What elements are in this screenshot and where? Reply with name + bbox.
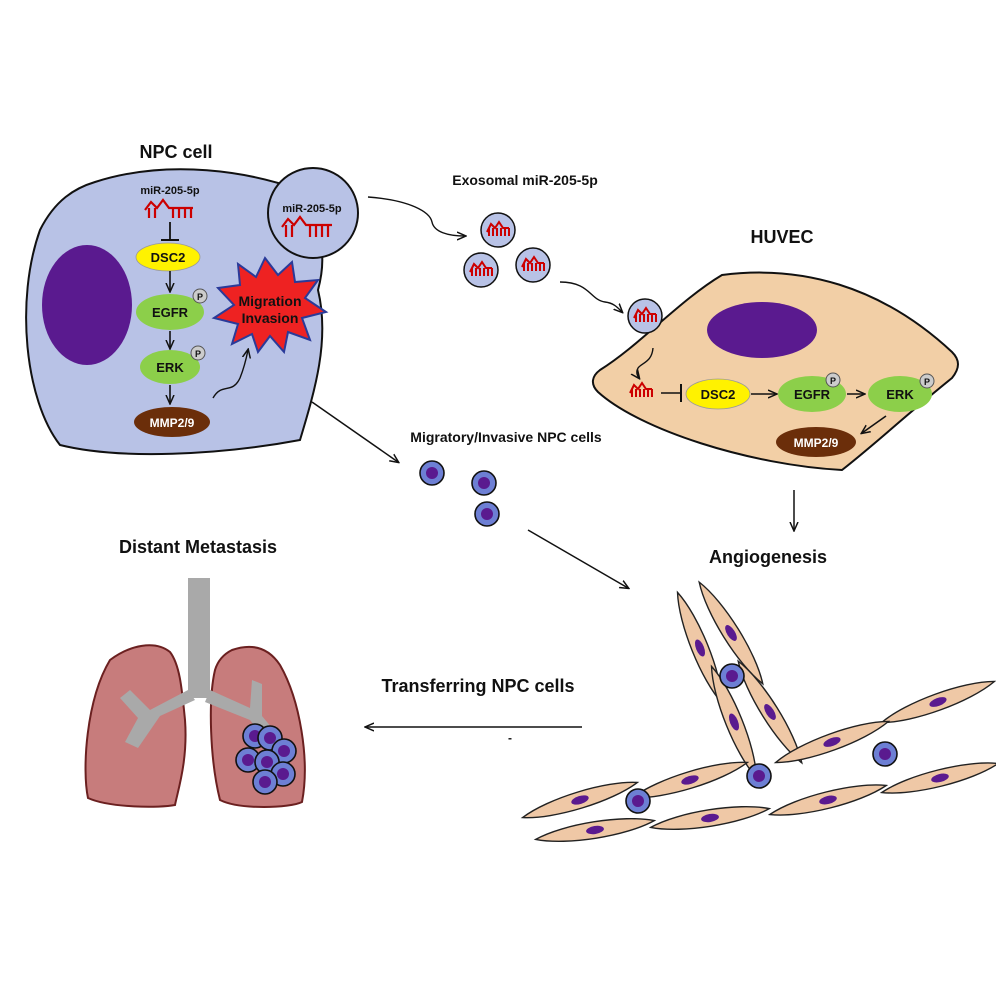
tumor-cell	[474, 501, 500, 527]
migration-arrow	[311, 401, 398, 462]
mmp-label: MMP2/9	[794, 436, 839, 450]
huvec-cell	[592, 271, 959, 472]
left-bronchus	[120, 690, 195, 748]
mirna-label-inside: miR-205-5p	[140, 185, 200, 197]
curved-arrow	[212, 350, 248, 399]
trachea	[188, 578, 210, 698]
egfr-node	[136, 294, 204, 330]
to-vessels-arrow	[527, 529, 628, 588]
budding-exosome	[267, 167, 359, 259]
npc-cell-title: NPC cell	[139, 142, 212, 162]
exosome-vesicle	[515, 247, 551, 283]
huvec-title: HUVEC	[750, 227, 813, 247]
tumor-cell	[419, 460, 445, 486]
tumor-cell	[471, 470, 497, 496]
huvec-nucleus	[707, 302, 817, 358]
exosome-vesicle	[463, 252, 499, 288]
distant-metastasis-title: Distant Metastasis	[119, 537, 277, 557]
phospho-badge	[190, 345, 206, 361]
egfr-label: EGFR	[794, 387, 831, 402]
vessel-network	[519, 577, 996, 849]
transferring-label: Transferring NPC cells	[381, 676, 574, 696]
dsc2-label: DSC2	[151, 250, 186, 265]
dash-mark: -	[508, 731, 512, 745]
phospho-badge	[919, 373, 935, 389]
exosomal-title: Exosomal miR-205-5p	[452, 172, 598, 188]
burst-label-invasion: Invasion	[242, 310, 299, 326]
exosome-release-arrow	[367, 196, 465, 236]
internalize-arrow	[637, 347, 654, 378]
angiogenesis-label: Angiogenesis	[709, 547, 827, 567]
npc-nucleus	[42, 245, 132, 365]
phospho-label: P	[195, 349, 201, 359]
migration-burst	[211, 256, 329, 355]
mmp-node	[134, 407, 210, 437]
exosome-vesicle	[480, 212, 516, 248]
phospho-label: P	[830, 376, 836, 386]
exosome-vesicle	[627, 298, 663, 334]
arrow	[862, 415, 887, 433]
erk-node	[140, 350, 200, 384]
migratory-label: Migratory/Invasive NPC cells	[410, 429, 602, 445]
mirna-icon	[281, 215, 332, 237]
burst-label-migration: Migration	[239, 293, 302, 309]
phospho-label: P	[924, 377, 930, 387]
dsc2-node	[685, 378, 751, 410]
dsc2-label: DSC2	[701, 387, 736, 402]
exosome-uptake-arrow	[559, 281, 622, 312]
phospho-label: P	[197, 292, 203, 302]
erk-label: ERK	[156, 360, 184, 375]
erk-node	[868, 376, 932, 412]
mmp-label: MMP2/9	[150, 416, 195, 430]
erk-label: ERK	[886, 387, 914, 402]
egfr-label: EGFR	[152, 305, 189, 320]
mmp-node	[776, 427, 856, 457]
mirna-label-vesicle: miR-205-5p	[282, 203, 342, 215]
mirna-icon	[144, 198, 193, 218]
dsc2-node	[135, 242, 201, 272]
phospho-badge	[825, 372, 841, 388]
phospho-badge	[192, 288, 208, 304]
